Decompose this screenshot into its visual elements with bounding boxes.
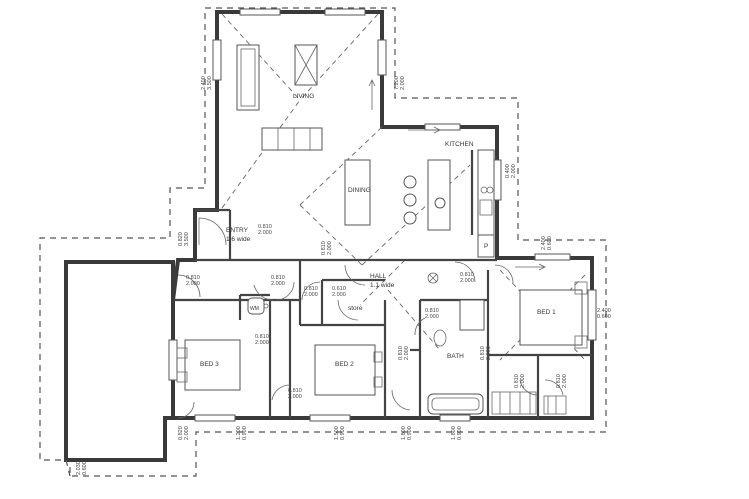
room-label-kitchen: KITCHEN [445, 141, 474, 148]
dim-entry-left: 0.8203.500 [178, 232, 190, 246]
sofa-bottom [261, 127, 323, 151]
living-furniture [236, 44, 323, 151]
door-swings [177, 217, 564, 419]
room-label-pantry: P [484, 243, 488, 250]
dim-kitchen-right: 0.4002.000 [505, 164, 517, 178]
dining-table [344, 159, 371, 226]
kitchen-island [427, 159, 451, 231]
dim-garage-bottom: 2.0300.600 [76, 461, 88, 475]
dining-kitchen-furniture [344, 149, 495, 258]
sofa-left [236, 44, 260, 111]
dim-living-right: 7.2002.000 [394, 76, 406, 90]
internal-walls [173, 208, 592, 418]
bathroom-fixtures [427, 299, 567, 415]
room-label-store: store [348, 305, 363, 312]
shower [491, 391, 537, 415]
roof-outline [39, 7, 607, 477]
dim-ensuite-door: 0.8102.000 [480, 346, 492, 360]
bed-3 [184, 339, 241, 391]
room-label-entry: ENTRY [226, 227, 249, 234]
room-label-wm: WM [250, 306, 259, 312]
windows [168, 8, 597, 422]
room-label-bed1: BED 1 [537, 309, 556, 316]
vanity [459, 299, 485, 331]
dim-garage-side: 0.8202.000 [178, 426, 190, 440]
room-label-living: LIVING [293, 93, 314, 100]
room-label-entry-width: 1.6 wide [226, 236, 251, 243]
room-label-hall: HALL [370, 273, 387, 280]
garage-walls [64, 260, 175, 462]
bath-tub [427, 393, 484, 415]
dim-ens-a: 0.8102.000 [514, 374, 526, 388]
dim-living-left: 2.4003.500 [201, 76, 213, 90]
markers [368, 79, 546, 284]
room-label-bed3: BED 3 [200, 361, 219, 368]
dim-bottom-4: 1.8000.900 [451, 426, 463, 440]
pantry [477, 234, 495, 258]
room-label-hall-width: 1.1 wide [370, 282, 395, 289]
garage-eave [65, 459, 71, 477]
dim-bed1-top: 2.4000.600 [541, 236, 553, 250]
dim-toilet-door: 0.8102.000 [398, 346, 410, 360]
dim-bottom-1: 1.2000.900 [236, 426, 248, 440]
dimension-annotations: 2.4003.500 7.2002.000 0.4002.000 0.8203.… [76, 76, 611, 475]
dim-bottom-2: 1.5000.900 [334, 426, 346, 440]
dim-dining-wall: 0.8102.000 [321, 241, 333, 255]
bedroom-furniture [176, 281, 588, 396]
room-label-bath: BATH [447, 353, 464, 360]
bed-2 [314, 344, 376, 396]
dim-ens-b: 0.8102.000 [556, 374, 568, 388]
ceiling-diagonals [221, 13, 586, 361]
external-walls [171, 10, 594, 420]
bed-1 [519, 289, 583, 346]
room-label-bed2: BED 2 [335, 361, 354, 368]
room-label-dining: DINING [348, 187, 371, 194]
dim-bottom-3: 1.8000.900 [401, 426, 413, 440]
